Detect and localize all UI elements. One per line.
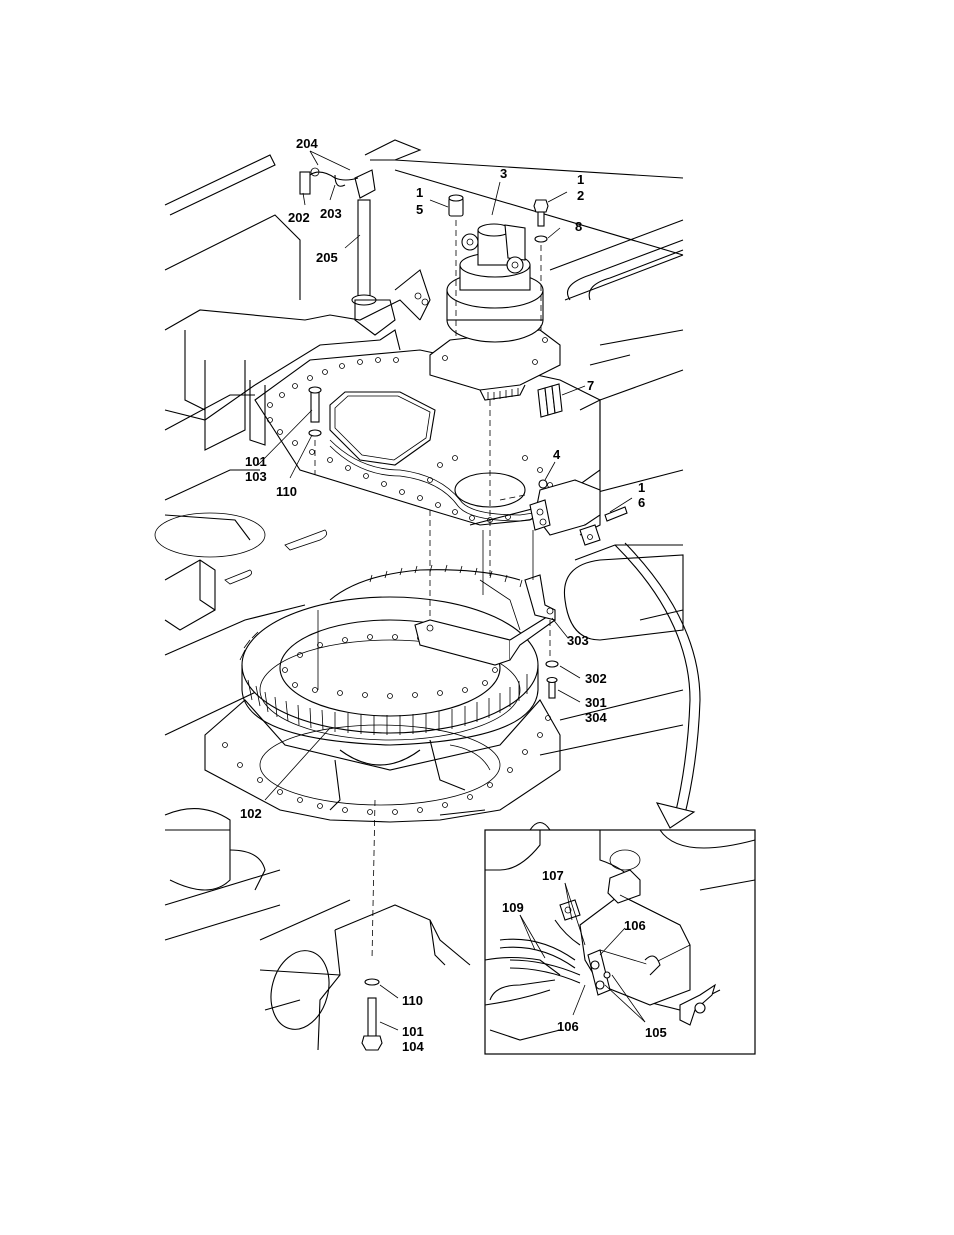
detail-callout-107: 107 xyxy=(542,868,564,883)
callout-202: 202 xyxy=(288,210,310,225)
callout-2: 2 xyxy=(577,188,584,203)
callout-301: 301 xyxy=(585,695,607,710)
pin-assembly xyxy=(300,168,376,305)
callout-1-right: 1 xyxy=(577,172,584,187)
callout-1-upper: 1 xyxy=(416,185,423,200)
callout-7: 7 xyxy=(587,378,594,393)
callout-5: 5 xyxy=(416,202,423,217)
detail-inset xyxy=(485,830,755,1054)
detail-callout-105: 105 xyxy=(645,1025,667,1040)
bolt-101-upper xyxy=(309,387,321,475)
callout-110-lower: 110 xyxy=(402,993,423,1008)
swing-bearing-ring xyxy=(240,597,538,745)
detail-callout-106-lower: 106 xyxy=(557,1019,579,1034)
callout-205: 205 xyxy=(316,250,338,265)
bolt-101-lower xyxy=(362,979,382,1050)
callout-4: 4 xyxy=(553,447,561,462)
callout-8: 8 xyxy=(575,219,582,234)
callout-103: 103 xyxy=(245,469,267,484)
callout-303: 303 xyxy=(567,633,589,648)
callout-204: 204 xyxy=(296,136,318,151)
callout-101-upper: 101 xyxy=(245,454,267,469)
callout-104: 104 xyxy=(402,1039,424,1054)
callout-302: 302 xyxy=(585,671,607,686)
callout-101-lower: 101 xyxy=(402,1024,424,1039)
callout-1-valve: 1 xyxy=(638,480,645,495)
detail-arrow xyxy=(615,543,700,828)
detail-callout-109: 109 xyxy=(502,900,524,915)
swing-motor-assembly xyxy=(430,224,560,400)
shim-pack xyxy=(538,384,562,417)
callout-203: 203 xyxy=(320,206,342,221)
callout-110-upper: 110 xyxy=(276,484,297,499)
callout-102: 102 xyxy=(240,806,262,821)
callout-304: 304 xyxy=(585,710,607,725)
callout-3: 3 xyxy=(500,166,507,181)
callout-6: 6 xyxy=(638,495,645,510)
detail-callout-106-upper: 106 xyxy=(624,918,646,933)
